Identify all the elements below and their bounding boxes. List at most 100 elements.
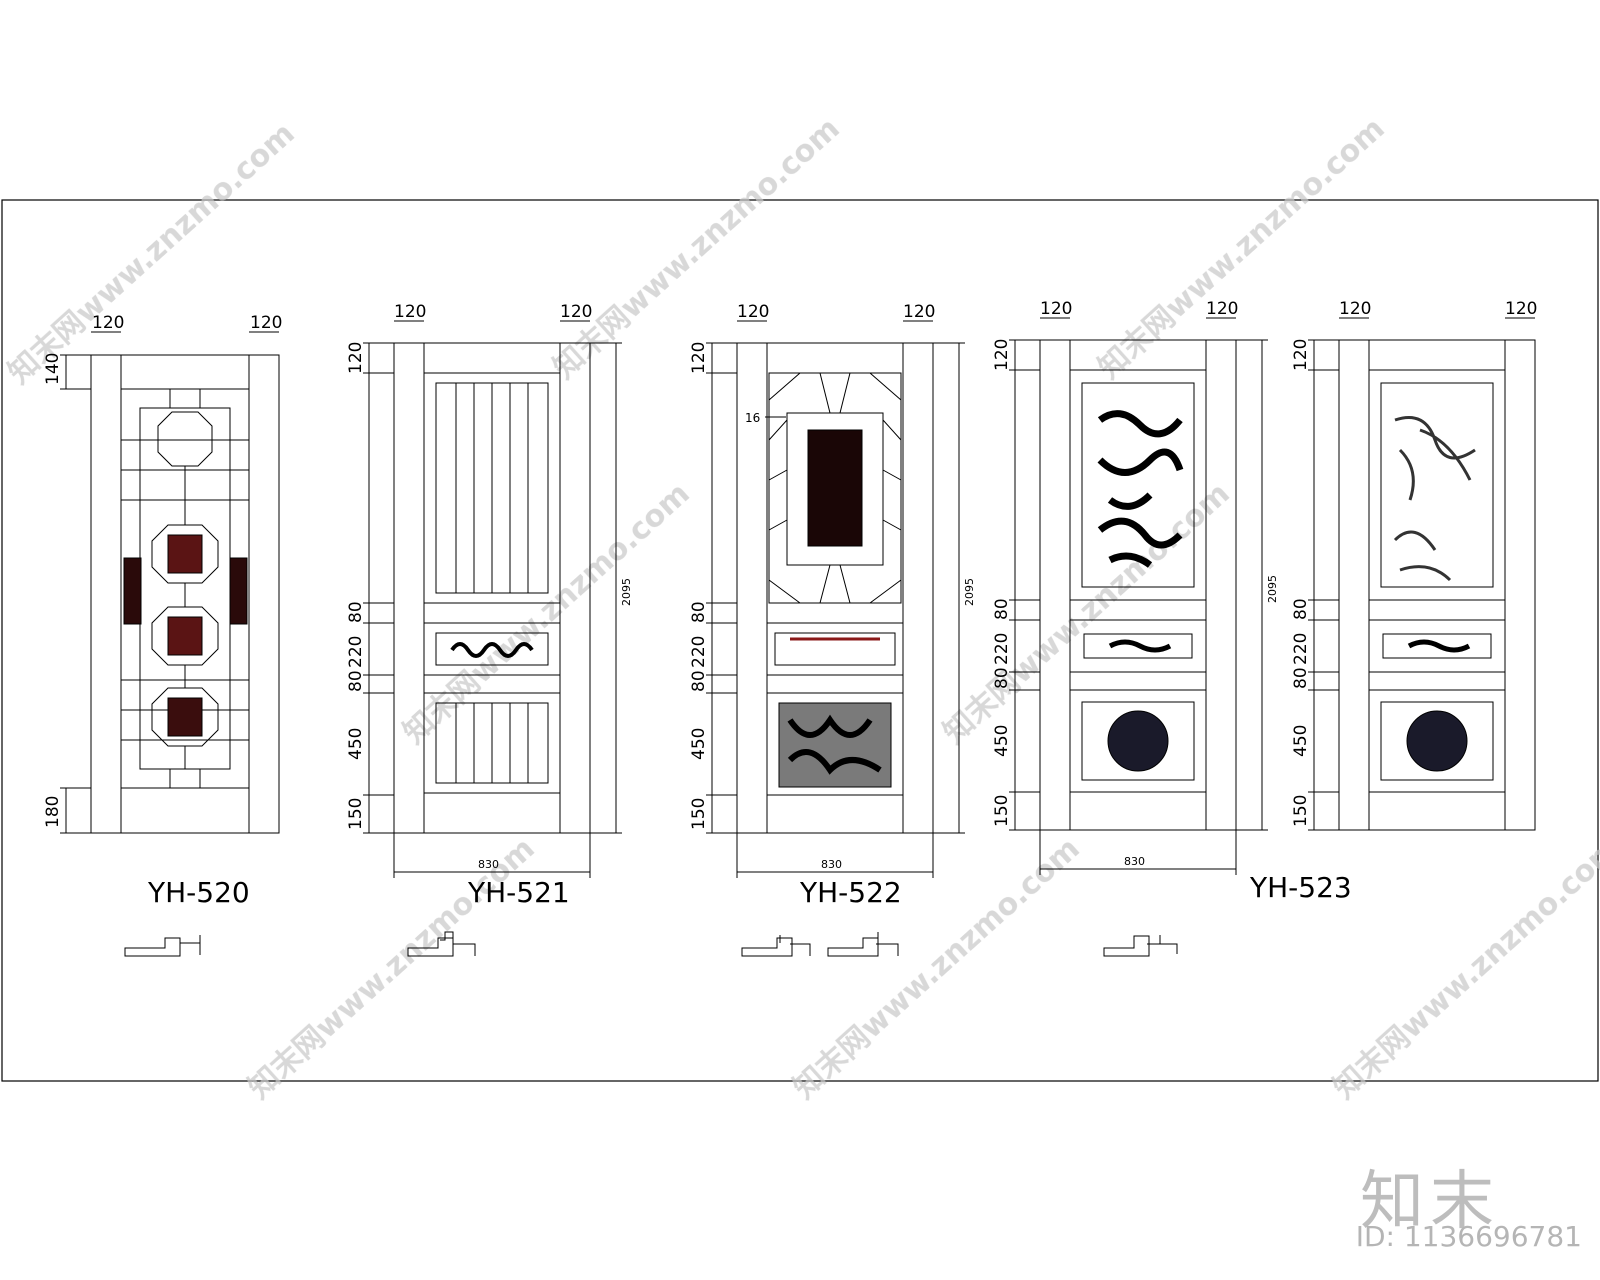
dim-label: 80	[346, 601, 366, 623]
door-code: YH-520	[147, 876, 250, 909]
dim-label: 120	[992, 339, 1012, 371]
dim-label: 220	[689, 636, 709, 668]
door-yh-522-labels: 120 120 120 80 220 80 450 150 2095 830 1…	[689, 302, 976, 909]
dim-label: 830	[1124, 855, 1145, 868]
panel-middle-inner	[435, 632, 549, 666]
door-frame	[393, 342, 591, 834]
panel-lower	[766, 692, 904, 796]
door-yh-520-labels: 120 120 140 180 YH-520	[43, 313, 282, 909]
panel-middle-inner	[774, 632, 896, 666]
panel-lower-inner	[1081, 701, 1195, 781]
carving-fill	[167, 697, 203, 737]
dark-band	[123, 557, 142, 625]
dim-label: 120	[1291, 339, 1311, 371]
door-code: YH-523	[1249, 871, 1352, 904]
carving-medallion	[1406, 710, 1468, 772]
panel-upper	[1368, 369, 1506, 601]
panel-middle	[423, 622, 561, 676]
carving-orchid	[1393, 416, 1476, 582]
dim-label: 80	[689, 601, 709, 623]
watermark-text: 知末网www.znzmo.com	[1327, 831, 1600, 1106]
panel-middle	[766, 622, 904, 676]
dim-label: 80	[1291, 598, 1311, 620]
lattice-octagon	[151, 687, 219, 747]
dim-label: 120	[394, 302, 426, 322]
watermark-text: 知末网www.znzmo.com	[397, 476, 697, 751]
door-yh-521-labels: 120 120 120 80 220 80 450 150 2095 830 Y…	[346, 302, 633, 909]
dim-label: 450	[1291, 725, 1311, 757]
panel-upper	[423, 372, 561, 604]
carving-floral	[1097, 410, 1184, 568]
dim-label: 120	[1040, 299, 1072, 319]
door-variant	[1308, 317, 1536, 831]
dim-label: 180	[43, 796, 63, 828]
door-yh-522	[706, 320, 965, 878]
panel-upper-inner	[1081, 382, 1195, 588]
dim-label: 150	[992, 795, 1012, 827]
dim-label: 2095	[1266, 575, 1279, 603]
dim-label: 120	[689, 342, 709, 374]
door-code: YH-521	[467, 876, 570, 909]
dim-label: 220	[346, 636, 366, 668]
window-glass	[807, 429, 863, 547]
dim-label: 450	[346, 728, 366, 760]
dim-label: 150	[1291, 795, 1311, 827]
lattice-octagon	[151, 524, 219, 584]
door-frame	[1039, 339, 1237, 831]
lattice-diagonals	[768, 372, 902, 604]
dim-label: 120	[250, 313, 282, 333]
door-frame	[736, 342, 934, 834]
dim-label: 80	[992, 598, 1012, 620]
panel-lower	[1368, 689, 1506, 793]
panel-upper-inner	[1380, 382, 1494, 588]
dim-label: 120	[737, 302, 769, 322]
window-frame	[786, 412, 884, 566]
panel-lower	[423, 692, 561, 794]
door-variant-labels: 120 120 120 80 220 80 450 150	[1291, 299, 1537, 827]
profile-sketch	[407, 931, 476, 957]
watermark-text: 知末网www.znzmo.com	[2, 116, 302, 391]
lattice-window	[768, 372, 902, 604]
door-yh-523-labels: 120 120 120 80 220 80 450 150 2095 830 Y…	[992, 299, 1352, 904]
profile-sketch	[741, 935, 811, 957]
image-id: ID: 1136696781	[1355, 1220, 1582, 1253]
dim-label: 80	[346, 670, 366, 692]
dim-label: 450	[689, 728, 709, 760]
dim-label: 120	[560, 302, 592, 322]
carving-ornament	[450, 642, 534, 658]
door-yh-521	[363, 320, 622, 878]
dim-label: 80	[1291, 667, 1311, 689]
lattice-octagon	[157, 411, 213, 467]
lattice-octagon	[151, 606, 219, 666]
dim-label: 2095	[963, 578, 976, 606]
door-yh-520	[60, 331, 280, 834]
dim-label: 120	[1505, 299, 1537, 319]
brand-logo: 知末	[1360, 1165, 1500, 1239]
panel-middle-inner	[1083, 633, 1193, 659]
dark-band	[229, 557, 248, 625]
dim-label: 150	[346, 798, 366, 830]
dim-label: 80	[689, 670, 709, 692]
dim-label: 450	[992, 725, 1012, 757]
watermark-text: 知末网www.znzmo.com	[937, 476, 1237, 751]
carving-ornament	[1407, 639, 1471, 653]
panel-middle-inner	[1382, 633, 1492, 659]
door-code: YH-522	[799, 876, 902, 909]
profile-sketch	[827, 932, 899, 957]
profile-sketch	[124, 935, 201, 957]
carving-ornament	[1108, 639, 1172, 653]
panel-lower	[1069, 689, 1207, 793]
door-yh-523	[1009, 317, 1268, 875]
drawing-frame	[1, 199, 1599, 1082]
dim-label: 120	[1206, 299, 1238, 319]
dim-label: 120	[1339, 299, 1371, 319]
door-frame	[1338, 339, 1536, 831]
dim-label: 80	[992, 667, 1012, 689]
dim-label: 220	[992, 633, 1012, 665]
panel-middle	[1069, 619, 1207, 673]
lattice-panel	[120, 388, 250, 789]
profile-sketch	[1103, 935, 1178, 957]
dim-label: 830	[821, 858, 842, 871]
section-profiles	[124, 931, 1178, 957]
